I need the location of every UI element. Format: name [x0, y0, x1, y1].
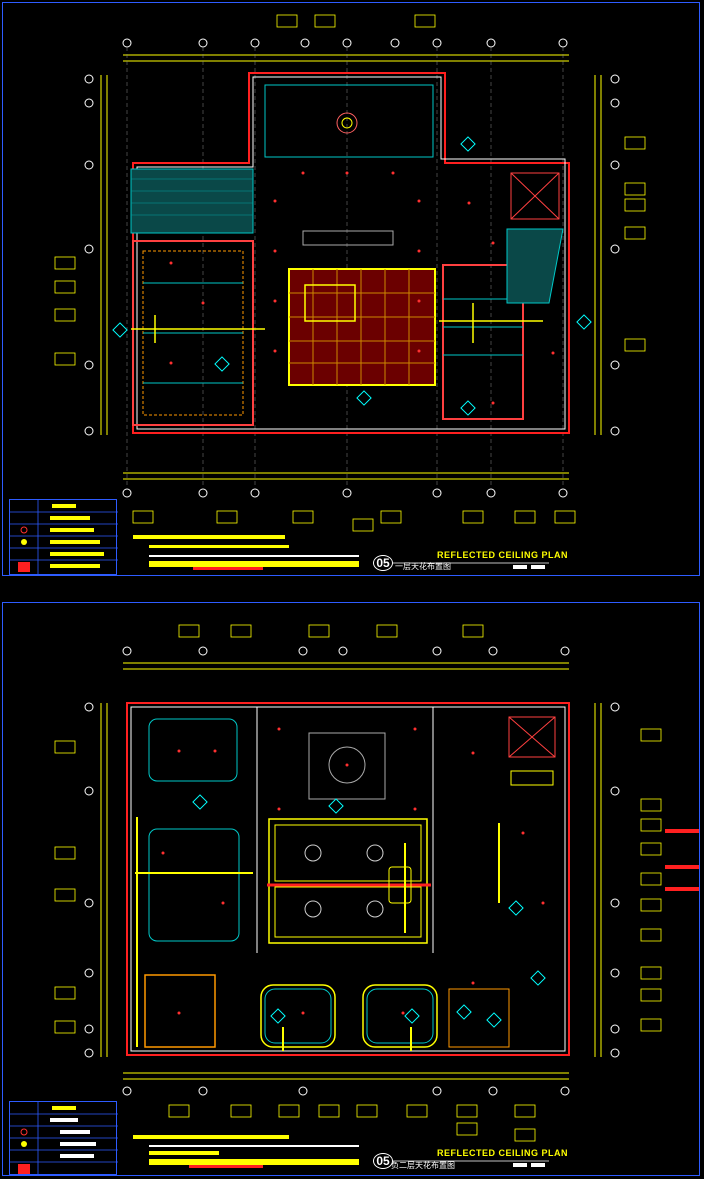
- drawing-title-en-1: REFLECTED CEILING PLAN: [437, 550, 569, 560]
- drawing-sheet-2: 05 REFLECTED CEILING PLAN 负二层天花布置图: [2, 602, 700, 1176]
- legend-table-2: [9, 1101, 118, 1176]
- legend-symbols-1: [10, 500, 118, 576]
- drawing-title-cn-2: 负二层天花布置图: [391, 1161, 455, 1170]
- drawing-title-en-2: REFLECTED CEILING PLAN: [437, 1148, 569, 1158]
- legend-table-1: [9, 499, 118, 576]
- drawing-number-1: 05: [373, 555, 393, 571]
- floor-plan-2: [54, 624, 699, 1168]
- drawing-title-cn-1: 一层天花布置图: [395, 562, 451, 571]
- drawing-sheet-1: 05 REFLECTED CEILING PLAN 一层天花布置图: [2, 2, 700, 576]
- legend-symbols-2: [10, 1102, 118, 1176]
- drawing-number-2: 05: [373, 1153, 393, 1169]
- floor-plan-1: [54, 14, 646, 570]
